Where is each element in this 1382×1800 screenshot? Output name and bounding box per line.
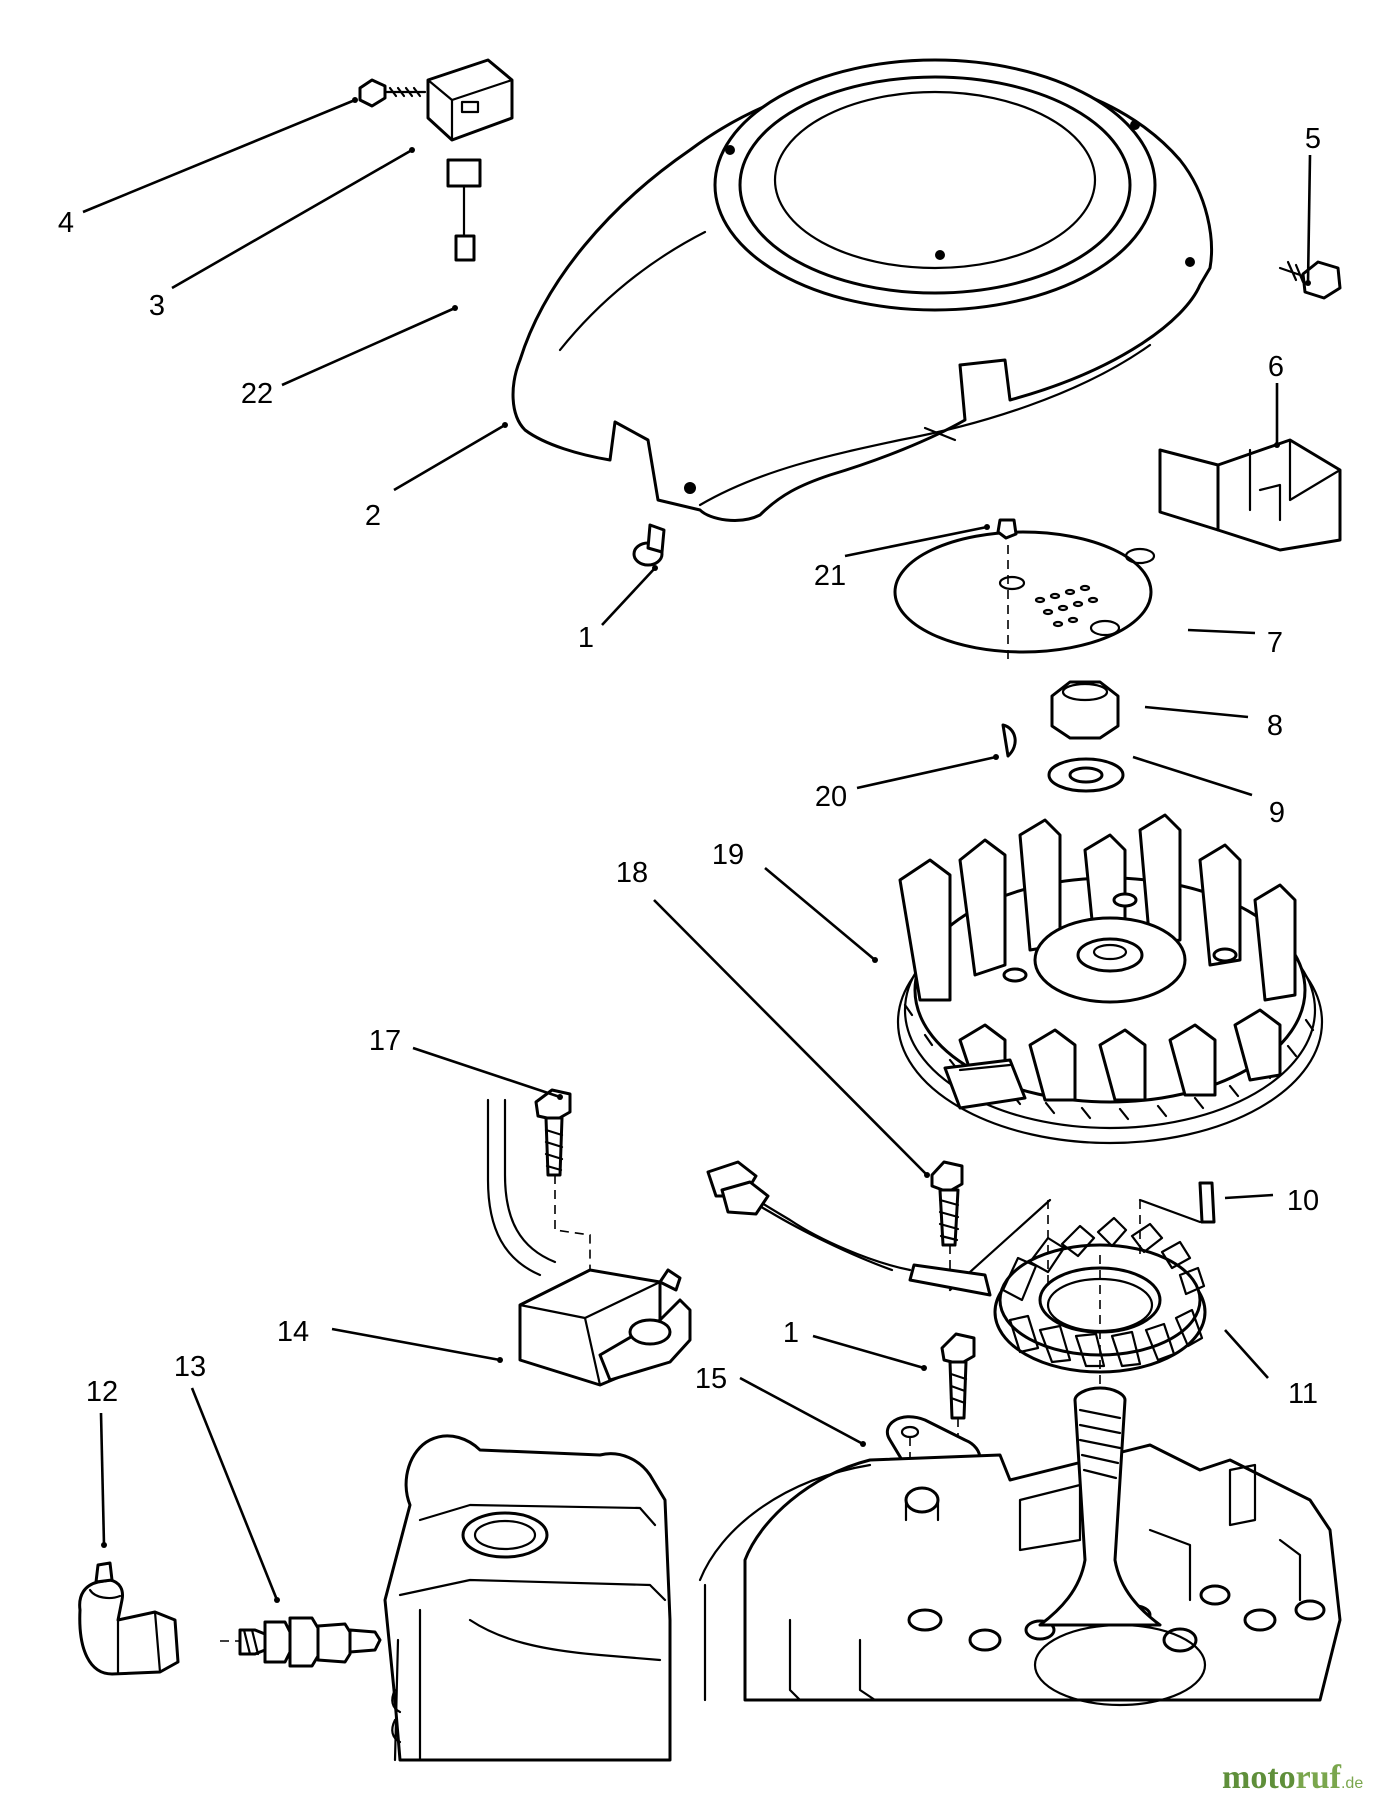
leader-13 [190, 1387, 279, 1601]
callout-22: 22 [241, 378, 273, 410]
watermark: motoruf.de [1222, 1759, 1363, 1796]
nut-8 [1050, 680, 1120, 740]
flywheel [896, 813, 1324, 1145]
callout-3: 3 [149, 290, 165, 322]
callout-5: 5 [1305, 123, 1321, 155]
leader-12 [99, 1412, 106, 1546]
callout-2: 2 [365, 500, 381, 532]
callout-20: 20 [815, 781, 847, 813]
callout-10: 10 [1287, 1185, 1319, 1217]
regulator-assembly [358, 58, 514, 262]
bracket-6 [1158, 438, 1342, 552]
ignition-module [486, 1088, 692, 1387]
callout-14: 14 [277, 1316, 309, 1348]
leader-21 [844, 525, 988, 558]
screw-18 [930, 1160, 964, 1290]
bolt-5 [1278, 260, 1342, 300]
callout-12: 12 [86, 1376, 118, 1408]
leader-5 [1306, 154, 1312, 284]
dowel-10 [1198, 1181, 1216, 1224]
callout-9: 9 [1269, 797, 1285, 829]
leader-1-lower [812, 1334, 925, 1370]
leader-18 [653, 899, 928, 1176]
callout-13: 13 [174, 1351, 206, 1383]
leader-15 [739, 1376, 864, 1446]
bolt-1-lower [940, 1332, 976, 1510]
leader-19 [764, 867, 876, 961]
callout-15: 15 [695, 1363, 727, 1395]
callout-labels: 4 3 22 2 1 5 6 21 7 8 20 9 19 18 17 10 1… [58, 123, 1321, 1410]
washer-9 [1047, 757, 1125, 793]
screw-1-upper [632, 523, 666, 567]
stator [948, 1198, 1207, 1400]
callout-1-upper: 1 [578, 622, 594, 654]
leader-4 [82, 98, 356, 214]
leader-9 [1132, 755, 1253, 797]
callout-11: 11 [1288, 1378, 1318, 1410]
leader-7 [1187, 628, 1256, 635]
watermark-part1: moto [1222, 1759, 1296, 1796]
callout-4: 4 [58, 207, 74, 239]
screen-disc [893, 518, 1156, 660]
callout-19: 19 [712, 839, 744, 871]
stator-leads [706, 1160, 992, 1297]
crankcase [698, 1386, 1342, 1707]
leader-22 [281, 306, 456, 387]
callout-21: 21 [814, 560, 846, 592]
callout-8: 8 [1267, 710, 1283, 742]
leader-20 [856, 755, 997, 790]
callout-17: 17 [369, 1025, 401, 1057]
leader-14 [331, 1327, 501, 1362]
spark-plug [220, 1616, 382, 1668]
blower-housing [511, 58, 1213, 522]
callout-7: 7 [1267, 627, 1283, 659]
leader-lines [82, 97, 1312, 1603]
callout-6: 6 [1268, 351, 1284, 383]
leader-2 [393, 423, 506, 492]
leader-3 [171, 148, 413, 290]
leader-11 [1224, 1329, 1269, 1379]
leader-1-upper [601, 567, 656, 626]
callout-1-lower: 1 [783, 1317, 799, 1349]
cylinder-head [383, 1434, 672, 1762]
svg-text:motoruf.de: motoruf.de [1222, 1759, 1363, 1796]
callout-18: 18 [616, 857, 648, 889]
leader-10 [1224, 1193, 1274, 1200]
key-20 [1001, 723, 1017, 758]
watermark-part2: ruf [1296, 1759, 1342, 1796]
leader-17 [412, 1046, 561, 1099]
spark-plug-boot [78, 1561, 180, 1676]
leader-8 [1144, 705, 1249, 719]
watermark-suffix: .de [1341, 1775, 1363, 1792]
